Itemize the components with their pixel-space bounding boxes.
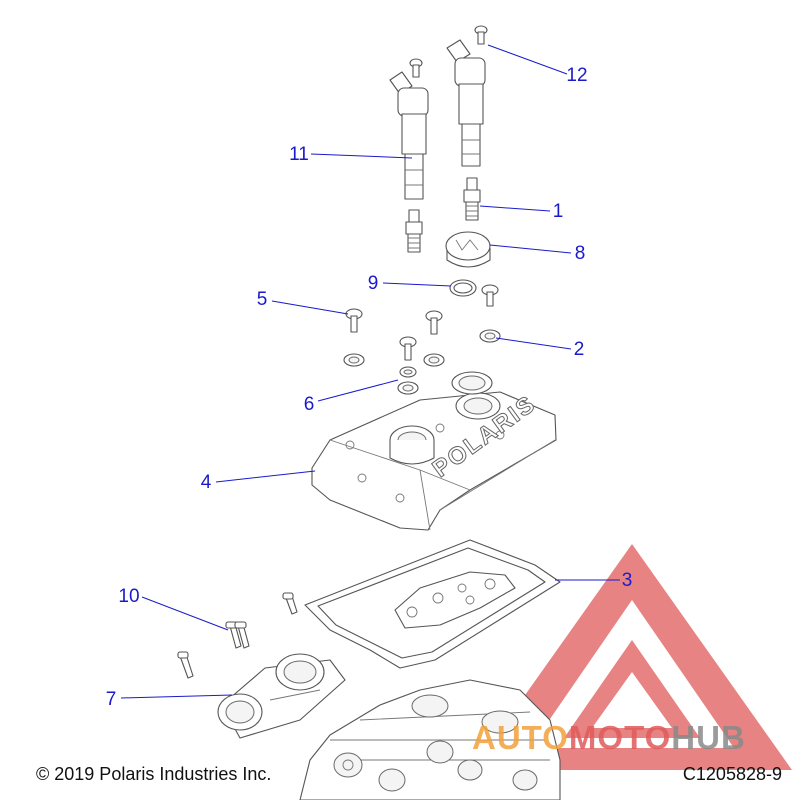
callout-9: 9 [368, 273, 379, 294]
leader-line-10 [141, 596, 229, 631]
ignition-coils [389, 39, 486, 200]
leader-line-1 [479, 205, 551, 212]
leader-line-12 [487, 44, 568, 75]
callout-3: 3 [622, 570, 633, 591]
callout-4: 4 [201, 472, 212, 493]
callout-1: 1 [553, 201, 564, 222]
intake-boot [217, 653, 346, 739]
coil-bolts [409, 25, 488, 78]
watermark-logo [472, 544, 792, 770]
watermark-text-moto: MOTO [569, 719, 671, 756]
callout-7: 7 [106, 689, 117, 710]
o-ring [449, 279, 477, 297]
leader-line-7 [120, 694, 233, 699]
callout-11: 11 [289, 144, 309, 165]
oil-fill-cap [445, 231, 491, 268]
leader-lines [120, 44, 620, 699]
callout-8: 8 [575, 243, 586, 264]
leader-line-4 [215, 470, 316, 483]
boot-bolts [177, 592, 298, 679]
leader-line-6 [317, 379, 399, 402]
cover-bolts [345, 284, 499, 361]
copyright-text: © 2019 Polaris Industries Inc. [36, 764, 272, 784]
leader-line-11 [310, 153, 413, 159]
leader-line-9 [382, 282, 452, 287]
valve-cover: POLARIS [311, 371, 557, 531]
watermark-text-hub: HUB [671, 719, 746, 756]
callout-6: 6 [304, 394, 315, 415]
cylinder-head [299, 679, 561, 800]
valve-cover-gasket [304, 539, 561, 669]
callout-12: 12 [566, 65, 587, 86]
spark-plugs [405, 177, 481, 253]
callout-5: 5 [257, 289, 268, 310]
drawing-number: C1205828-9 [682, 764, 782, 784]
watermark-wordmark: AUTOMOTOHUB [472, 719, 746, 756]
callout-2: 2 [574, 339, 585, 360]
leader-line-2 [495, 337, 572, 350]
leader-line-5 [271, 300, 349, 315]
leader-line-8 [489, 244, 572, 254]
callout-10: 10 [118, 586, 139, 607]
washers [343, 329, 501, 395]
watermark-text-auto: AUTO [472, 719, 569, 756]
